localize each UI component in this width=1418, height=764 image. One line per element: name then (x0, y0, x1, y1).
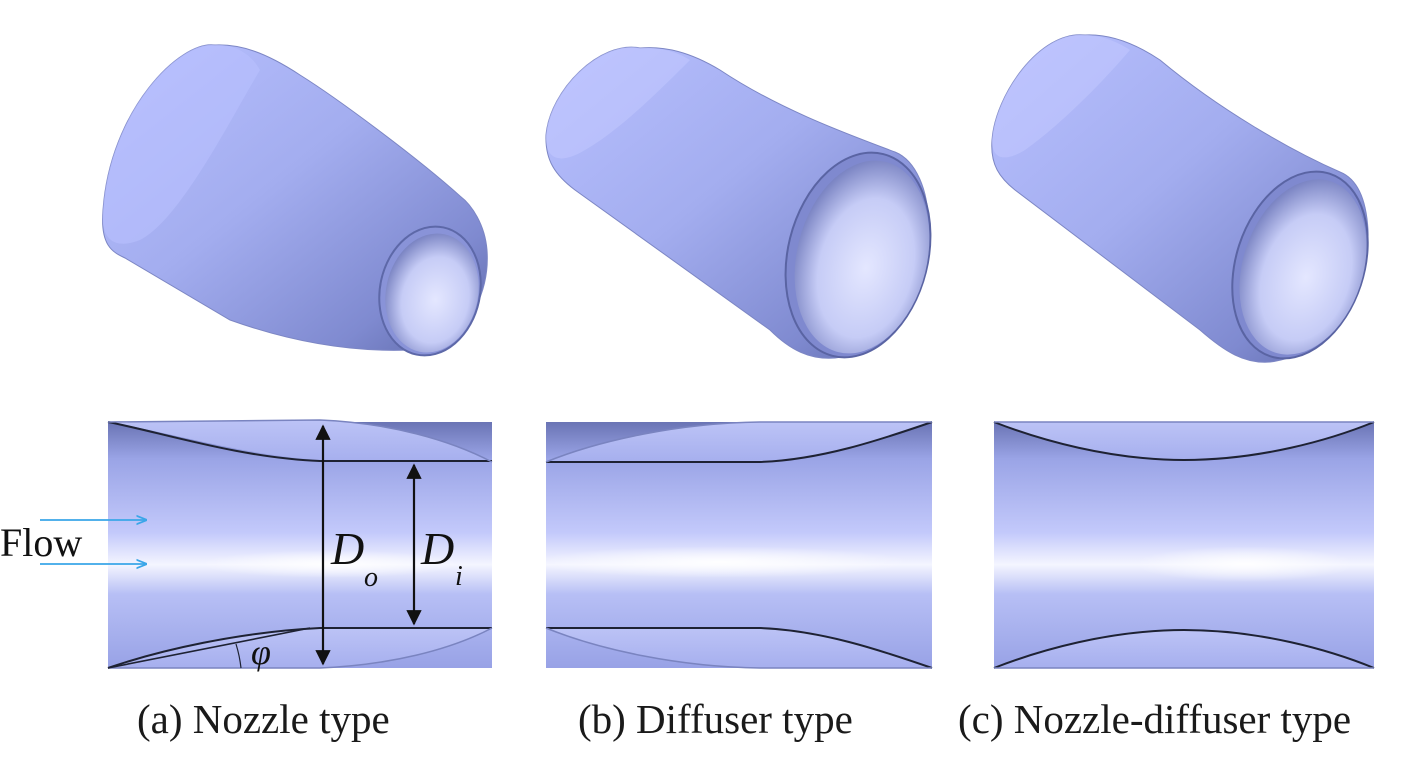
nozzle-section-view (107, 419, 493, 669)
caption-nozzle-type: (a) Nozzle type (137, 696, 390, 742)
inner-diameter-label: D i (420, 523, 463, 592)
flow-label: Flow (0, 520, 82, 565)
svg-text:D: D (330, 523, 364, 574)
svg-text:i: i (455, 561, 463, 592)
outer-diameter-label: D o (330, 523, 378, 593)
angle-label: φ (251, 632, 271, 672)
nozzle-3d-view (102, 44, 488, 357)
flow-arrows (40, 520, 146, 564)
caption-diffuser-type: (b) Diffuser type (578, 696, 853, 742)
caption-nozzle-diffuser-type: (c) Nozzle-diffuser type (958, 696, 1352, 742)
nozzle-diffuser-3d-view (991, 34, 1369, 363)
diffuser-section-view (530, 421, 933, 669)
svg-text:D: D (420, 523, 454, 574)
svg-text:o: o (364, 562, 378, 593)
diffuser-3d-view (545, 46, 932, 359)
nozzle-diffuser-section-view (993, 421, 1375, 669)
